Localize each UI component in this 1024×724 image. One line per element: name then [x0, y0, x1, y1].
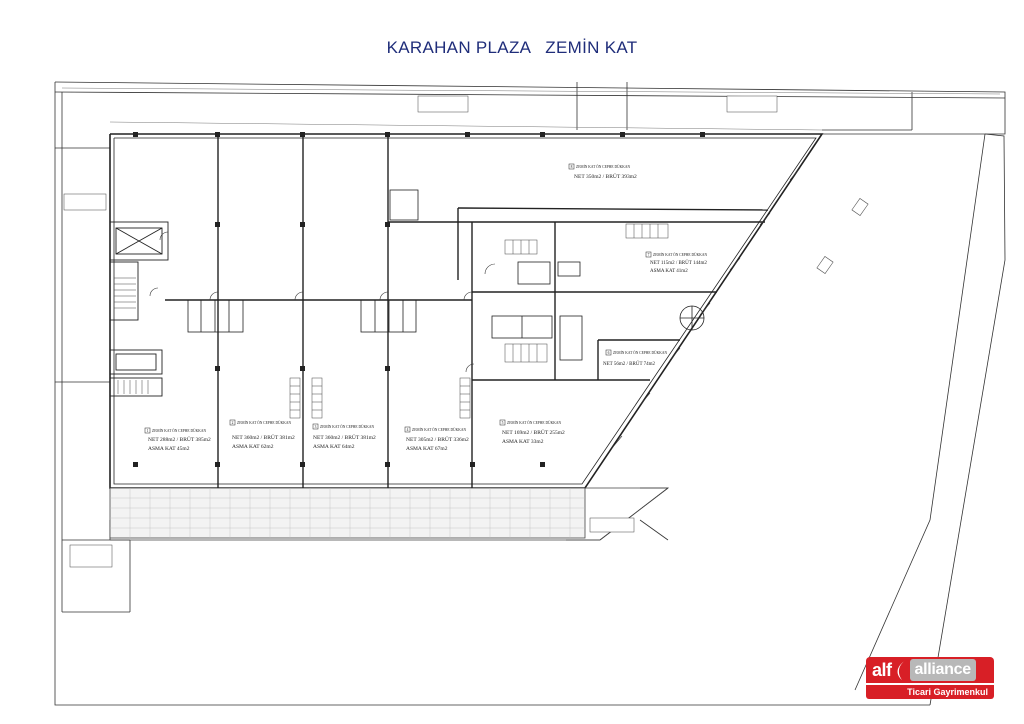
site-boundary	[54, 81, 1006, 706]
unit-mezzanine: ASMA KAT 45m2	[148, 446, 190, 452]
alf-alliance-logo: alf alliance Ticari Gayrimenkul	[866, 657, 994, 701]
unit-area: NET 360m2 / BRÜT 381m2	[313, 434, 376, 441]
unit-label-2: 2 ZEMİN KAT ÖN CEPHE DÜKKAN NET 360m2 / …	[229, 419, 295, 450]
info-boxes	[63, 95, 778, 568]
unit-name: ZEMİN KAT ÖN CEPHE DÜKKAN	[507, 420, 561, 425]
unit-name: ZEMİN KAT ÖN CEPHE DÜKKAN	[237, 420, 291, 425]
unit-label-3: 3 ZEMİN KAT ÖN CEPHE DÜKKAN NET 360m2 / …	[312, 423, 376, 450]
logo-alliance-text: alliance	[909, 659, 976, 681]
unit-name: ZEMİN KAT ÖN CEPHE DÜKKAN	[152, 428, 206, 433]
unit-number: 3	[315, 425, 317, 429]
title-floor: ZEMİN KAT	[545, 38, 638, 57]
unit-number: 2	[232, 421, 234, 425]
logo-subtitle: Ticari Gayrimenkul	[866, 683, 994, 699]
shop-stairs	[289, 223, 669, 419]
partition-walls	[165, 134, 769, 488]
left-core	[109, 221, 169, 397]
left-stairs	[114, 277, 149, 394]
unit-number: 4	[407, 428, 409, 432]
structural-columns	[133, 132, 705, 467]
unit-label-1: 1 ZEMİN KAT ÖN CEPHE DÜKKAN NET 288m2 / …	[144, 427, 211, 452]
round-column	[679, 305, 705, 331]
arcade-strip	[109, 487, 586, 539]
door-arcs	[149, 231, 496, 373]
title-building: KARAHAN PLAZA	[386, 38, 532, 57]
unit-area: NET 360m2 / BRÜT 381m2	[232, 434, 295, 441]
page-title: KARAHAN PLAZA ZEMİN KAT	[0, 38, 1024, 58]
unit-area: NET 115m2 / BRÜT 144m2	[650, 260, 707, 266]
logo-bar: alf alliance	[866, 657, 994, 683]
arcade-edge	[110, 487, 670, 541]
unit-label-8: 8 ZEMİN KAT ÖN CEPHE DÜKKAN NET 350m2 / …	[568, 163, 637, 180]
unit-name: ZEMİN KAT ÖN CEPHE DÜKKAN	[653, 252, 707, 257]
unit-label-5: 5 ZEMİN KAT ÖN CEPHE DÜKKAN NET 169m2 / …	[499, 419, 565, 445]
unit-label-7: 7 ZEMİN KAT ÖN CEPHE DÜKKAN NET 115m2 / …	[645, 251, 707, 274]
unit-label-4: 4 ZEMİN KAT ÖN CEPHE DÜKKAN NET 305m2 / …	[404, 426, 469, 452]
unit-area: NET 56m2 / BRÜT 74m2	[603, 361, 656, 367]
unit-mezzanine: ASMA KAT 67m2	[406, 446, 448, 452]
unit-name: ZEMİN KAT ÖN CEPHE DÜKKAN	[320, 424, 374, 429]
arcade-tiles	[110, 488, 585, 538]
building-inner-line	[113, 137, 817, 485]
unit-area: NET 305m2 / BRÜT 336m2	[406, 436, 469, 443]
unit-number: 1	[147, 429, 149, 433]
facade-mullions	[611, 167, 801, 449]
wc-blocks	[187, 189, 583, 361]
unit-number: 8	[571, 165, 573, 169]
unit-mezzanine: ASMA KAT 62m2	[232, 444, 274, 450]
unit-mezzanine: ASMA KAT 33m2	[502, 439, 544, 445]
dimension-lines	[61, 87, 1001, 131]
unit-name: ZEMİN KAT ÖN CEPHE DÜKKAN	[412, 427, 466, 432]
unit-area: NET 350m2 / BRÜT 393m2	[574, 173, 637, 180]
right-side-marks	[816, 197, 869, 275]
unit-number: 6	[608, 351, 610, 355]
unit-name: ZEMİN KAT ÖN CEPHE DÜKKAN	[576, 164, 630, 169]
logo-swoosh-icon	[894, 659, 908, 681]
unit-number: 5	[502, 421, 504, 425]
unit-name: ZEMİN KAT ÖN CEPHE DÜKKAN	[613, 350, 667, 355]
unit-number: 7	[648, 253, 650, 257]
unit-label-6: 6 ZEMİN KAT ÖN CEPHE DÜKKAN NET 56m2 / B…	[603, 349, 667, 367]
unit-mezzanine: ASMA KAT 64m2	[313, 444, 355, 450]
unit-area: NET 288m2 / BRÜT 385m2	[148, 436, 211, 443]
unit-mezzanine: ASMA KAT 41m2	[650, 269, 688, 274]
building-outline	[109, 133, 824, 489]
unit-area: NET 169m2 / BRÜT 255m2	[502, 429, 565, 436]
logo-alf-text: alf	[872, 659, 892, 680]
